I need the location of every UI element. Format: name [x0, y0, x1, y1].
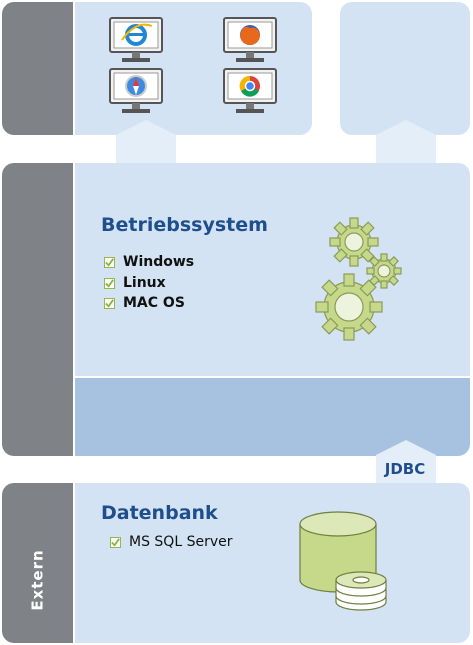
os-panel [2, 163, 470, 456]
os-item-label: Windows [123, 254, 195, 270]
os-item-linux: Linux [104, 275, 166, 291]
os-item-macos: MAC OS [104, 295, 185, 311]
safari-icon [109, 68, 163, 113]
checkbox-checked-icon [104, 297, 115, 309]
db-panel-body [75, 483, 470, 643]
os-title: Betriebssystem [101, 214, 268, 236]
db-item-label: MS SQL Server [129, 534, 233, 550]
checkbox-checked-icon [104, 256, 115, 268]
checkbox-checked-icon [110, 536, 121, 548]
db-side-bar [2, 483, 73, 643]
database-icon [299, 511, 387, 611]
db-panel [2, 483, 470, 643]
chrome-icon [223, 68, 277, 113]
os-item-windows: Windows [104, 254, 194, 270]
browser-side-bar [2, 2, 73, 135]
firefox-icon [223, 17, 277, 62]
internet-explorer-icon [109, 17, 163, 62]
os-side-bar [2, 163, 73, 456]
os-panel-body [75, 163, 470, 376]
gears-icon [315, 217, 402, 341]
browser-panel-right [340, 2, 470, 135]
db-title: Datenbank [101, 502, 218, 524]
os-item-label: Linux [123, 275, 166, 291]
db-item-mssql: MS SQL Server [110, 534, 232, 550]
jdbc-label: JDBC [384, 460, 426, 478]
os-item-label: MAC OS [123, 295, 185, 311]
checkbox-checked-icon [104, 277, 115, 289]
extern-label: Extern [29, 549, 47, 611]
